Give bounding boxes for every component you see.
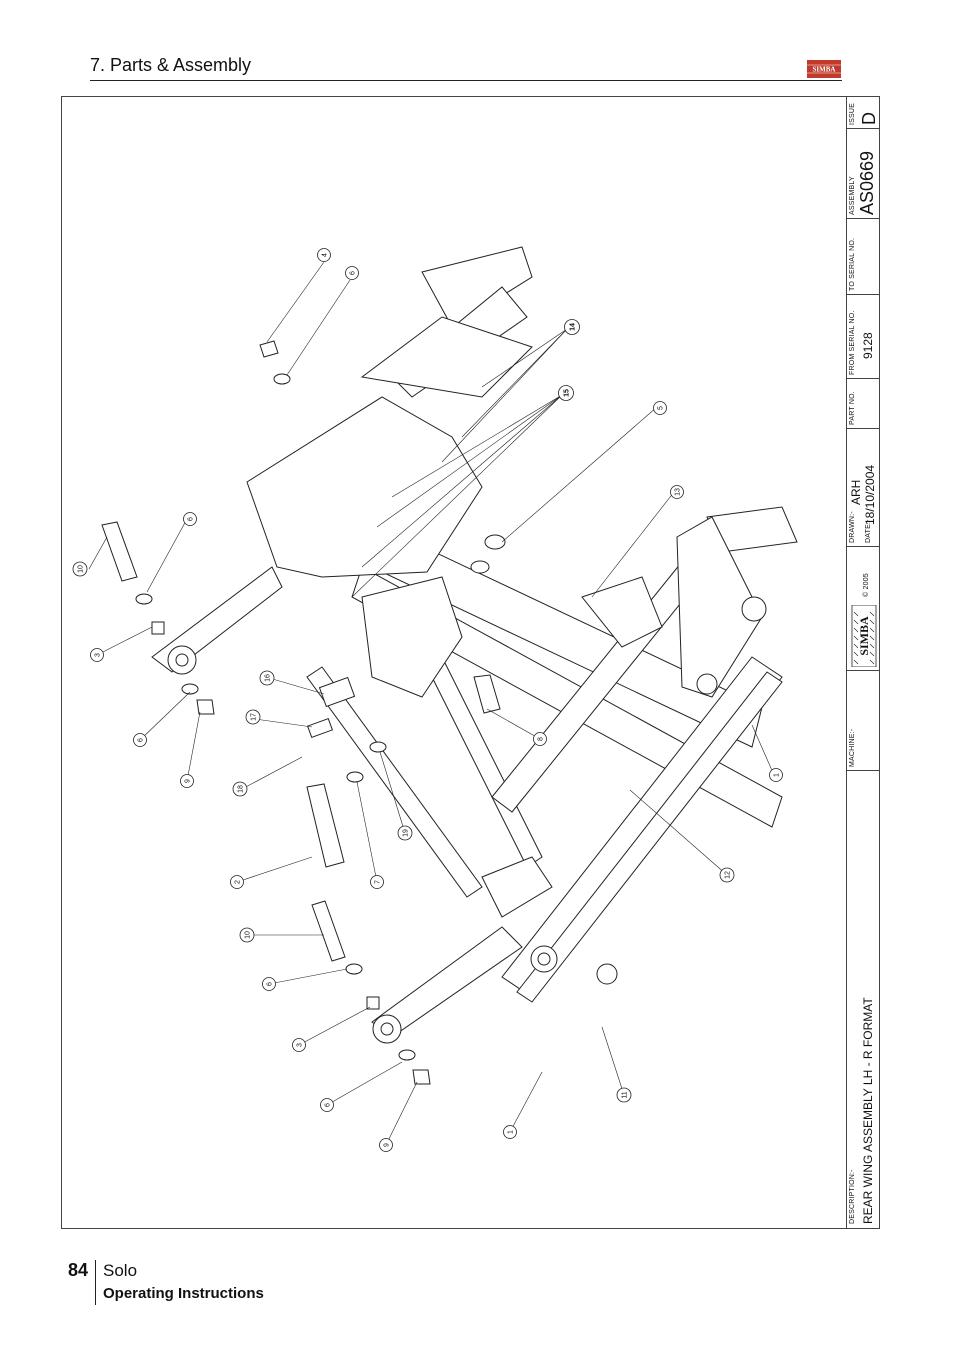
part-no-label: PART NO.: [849, 391, 856, 425]
svg-text:1: 1: [774, 773, 781, 777]
lower-swing-arm: [371, 856, 618, 1044]
callout-14: 14: [564, 319, 580, 335]
simba-logo: SIMBA: [807, 60, 841, 78]
svg-text:10: 10: [245, 931, 252, 939]
callout-6c: 6: [133, 733, 147, 747]
svg-text:6: 6: [138, 738, 145, 742]
exploded-assembly-drawing: 4 6 14 15 5 13 6 10 3 6 9 16 17 18 8 1 2…: [72, 246, 798, 1152]
issue-cell: ISSUE D: [847, 97, 880, 129]
callout-6b: 6: [183, 512, 197, 526]
machine-label: MACHINE:-: [849, 728, 856, 767]
svg-text:2: 2: [235, 880, 242, 884]
date-value: 18/10/2004: [863, 464, 877, 525]
callout-2: 2: [230, 875, 244, 889]
callout-19: 19: [397, 825, 413, 841]
description-cell: DESCRIPTION:- REAR WING ASSEMBLY LH - R …: [847, 771, 880, 1228]
callout-9: 9: [180, 774, 194, 788]
callout-18: 18: [232, 781, 248, 797]
issue-label: ISSUE: [849, 102, 856, 125]
logo-cell: © 2005 SIMBA: [847, 547, 880, 671]
description-value: REAR WING ASSEMBLY LH - R FORMAT: [861, 997, 875, 1224]
svg-text:6: 6: [350, 271, 357, 275]
callout-12: 12: [719, 867, 735, 883]
callout-15: 15: [558, 385, 574, 401]
callout-6: 6: [345, 266, 359, 280]
callout-16: 16: [259, 670, 275, 686]
copyright: © 2005: [863, 573, 870, 597]
svg-text:9: 9: [185, 779, 192, 783]
svg-text:10: 10: [78, 565, 85, 573]
svg-text:16: 16: [265, 674, 272, 682]
svg-text:6: 6: [267, 982, 274, 986]
svg-text:5: 5: [658, 406, 665, 410]
page-number: 84: [68, 1260, 89, 1280]
callout-1: 1: [769, 768, 783, 782]
svg-text:14: 14: [570, 323, 577, 331]
footer-divider: [95, 1260, 96, 1305]
callout-5: 5: [653, 401, 667, 415]
from-serial-value: 9128: [861, 332, 875, 359]
drawn-label: DRAWN:-: [849, 511, 856, 543]
callout-4: 4: [317, 248, 331, 262]
svg-text:11: 11: [622, 1091, 629, 1098]
issue-value: D: [859, 112, 879, 125]
callout-1b: 1: [503, 1125, 517, 1139]
svg-text:3: 3: [95, 653, 102, 657]
section-title: 7. Parts & Assembly: [90, 55, 252, 75]
svg-text:7: 7: [375, 880, 382, 884]
callout-10: 10: [72, 561, 88, 577]
svg-text:9: 9: [384, 1143, 391, 1147]
simba-logo-title-block: SIMBA: [851, 605, 877, 667]
svg-text:SIMBA: SIMBA: [857, 616, 871, 656]
callout-labels: 4 6 14 15 5 13 6 10 3 6 9 16 17 18 8 1 2…: [72, 248, 783, 1152]
drawn-date-cell: DRAWN:- ARH DATE:- 18/10/2004: [847, 429, 880, 547]
drawn-value: ARH: [849, 479, 863, 505]
document-subtitle: Operating Instructions: [103, 1285, 264, 1302]
svg-text:17: 17: [251, 713, 258, 721]
callout-8: 8: [533, 732, 547, 746]
svg-text:SIMBA: SIMBA: [813, 66, 836, 74]
header-divider: [90, 80, 842, 81]
part-no-cell: PART NO.: [847, 379, 880, 429]
callout-11: 11: [616, 1087, 632, 1103]
title-block: ISSUE D ASSEMBLY AS0669 TO SERIAL NO. FR…: [846, 97, 880, 1228]
callout-17: 17: [245, 709, 261, 725]
drawing-frame: [61, 96, 880, 1229]
svg-text:3: 3: [297, 1043, 304, 1047]
svg-text:4: 4: [322, 253, 329, 257]
svg-text:18: 18: [238, 785, 245, 793]
product-name: Solo: [103, 1261, 138, 1280]
svg-text:13: 13: [675, 488, 682, 496]
svg-text:1: 1: [508, 1130, 515, 1134]
lower-bracket: [361, 576, 663, 698]
svg-text:19: 19: [403, 829, 410, 837]
callout-10b: 10: [239, 927, 255, 943]
hardware: [101, 340, 506, 1085]
assembly-cell: ASSEMBLY AS0669: [847, 129, 880, 219]
assembly-label: ASSEMBLY: [849, 176, 856, 215]
callout-13: 13: [670, 485, 684, 499]
svg-text:12: 12: [725, 871, 732, 879]
to-serial-label: TO SERIAL NO.: [849, 237, 856, 291]
callout-7: 7: [370, 875, 384, 889]
description-label: DESCRIPTION:-: [849, 1169, 856, 1224]
from-serial-cell: FROM SERIAL NO. 9128: [847, 295, 880, 379]
leader-lines: [88, 261, 775, 1146]
to-serial-cell: TO SERIAL NO.: [847, 219, 880, 295]
machine-cell: MACHINE:-: [847, 671, 880, 771]
upper-swing-arm: [151, 566, 283, 675]
svg-text:6: 6: [188, 517, 195, 521]
callout-6e: 6: [320, 1098, 334, 1112]
svg-text:15: 15: [564, 389, 571, 397]
svg-text:6: 6: [325, 1103, 332, 1107]
callout-9b: 9: [379, 1138, 393, 1152]
from-serial-label: FROM SERIAL NO.: [849, 310, 856, 375]
top-bracket: [246, 246, 533, 578]
callout-3: 3: [90, 648, 104, 662]
callout-3b: 3: [292, 1038, 306, 1052]
right-end-plate: [676, 506, 798, 698]
callout-6d: 6: [262, 977, 276, 991]
svg-text:8: 8: [538, 737, 545, 741]
assembly-value: AS0669: [857, 150, 877, 215]
